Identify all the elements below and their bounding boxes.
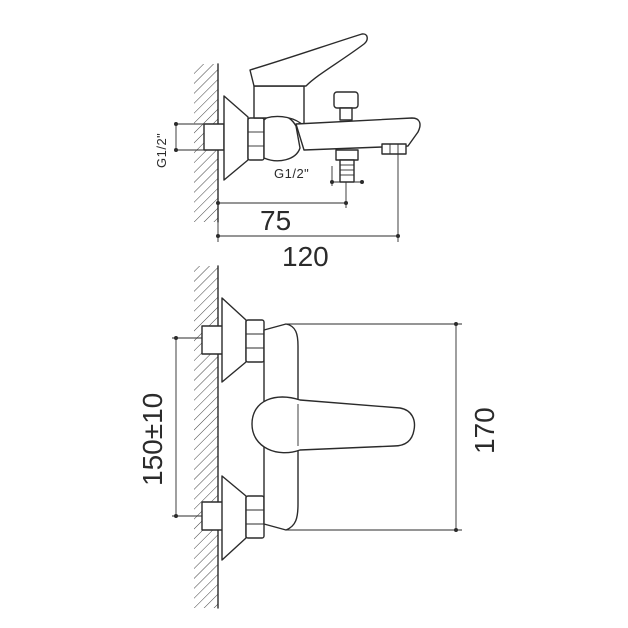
dim-120-label: 120 — [282, 241, 329, 272]
escutcheon-lower — [221, 475, 247, 561]
nut-upper — [245, 319, 265, 363]
lever-handle-front — [251, 396, 416, 454]
mixer-body-side — [263, 113, 301, 162]
inlet-pipe-lower — [201, 501, 225, 531]
diverter-knob-side — [333, 91, 359, 109]
dim-150-label: 150±10 — [137, 393, 168, 486]
dim-75-label: 75 — [260, 205, 291, 236]
front-view: 150±10 170 — [137, 265, 500, 609]
escutcheon-upper — [221, 297, 247, 383]
shower-outlet-side — [381, 143, 407, 155]
nut-side — [247, 117, 265, 161]
lever-handle-side — [249, 33, 368, 87]
dim-170-label: 170 — [469, 407, 500, 454]
escutcheon-side — [223, 95, 249, 181]
inlet-pipe-upper — [201, 325, 225, 355]
side-view: G1/2" G1/2" 75 120 — [154, 33, 421, 272]
spout-side — [295, 117, 421, 151]
nut-lower — [245, 495, 265, 539]
thread-label-left: G1/2" — [154, 133, 169, 168]
bottom-thread-side — [339, 159, 355, 183]
inlet-pipe-side — [203, 123, 225, 151]
thread-label-bottom: G1/2" — [274, 166, 309, 181]
bottom-outlet-side — [335, 149, 359, 161]
wall-hatch-front — [194, 266, 218, 608]
